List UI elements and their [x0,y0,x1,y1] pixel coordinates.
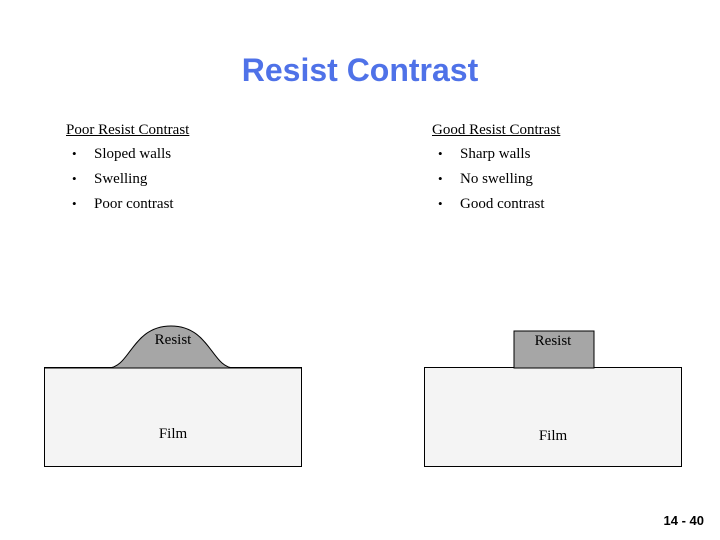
column-heading-good: Good Resist Contrast [432,122,561,138]
bullet-icon: • [438,196,443,211]
list-item-label: Poor contrast [94,196,174,212]
resist-profile-sloped [44,325,302,369]
list-item: • Poor contrast [66,195,189,213]
column-heading-poor: Poor Resist Contrast [66,122,190,138]
bullet-icon: • [72,196,77,211]
bullet-icon: • [72,171,77,186]
column-poor-contrast: Poor Resist Contrast • Sloped walls • Sw… [66,122,189,220]
list-item-label: Swelling [94,171,148,187]
column-good-contrast: Good Resist Contrast • Sharp walls • No … [432,122,560,220]
list-item: • No swelling [432,170,560,188]
list-item: • Swelling [66,170,189,188]
bullet-icon: • [438,171,443,186]
bullet-list-poor: • Sloped walls • Swelling • Poor contras… [66,145,189,213]
list-item-label: No swelling [460,171,533,187]
list-item: • Sloped walls [66,145,189,163]
list-item-label: Sloped walls [94,146,172,162]
resist-label-good: Resist [534,333,572,349]
bullet-icon: • [438,146,443,161]
film-label-poor: Film [158,426,188,442]
list-item: • Sharp walls [432,145,560,163]
list-item-label: Sharp walls [460,146,531,162]
film-layer-poor [44,367,302,467]
list-item-label: Good contrast [460,196,545,212]
resist-label-poor: Resist [154,332,192,348]
film-label-good: Film [538,428,568,444]
list-item: • Good contrast [432,195,560,213]
page-title: Resist Contrast [241,52,479,88]
bullet-list-good: • Sharp walls • No swelling • Good contr… [432,145,560,213]
bullet-icon: • [72,146,77,161]
film-layer-good [424,367,682,467]
resist-profile-vertical [513,330,595,369]
page-number: 14 - 40 [663,513,704,528]
